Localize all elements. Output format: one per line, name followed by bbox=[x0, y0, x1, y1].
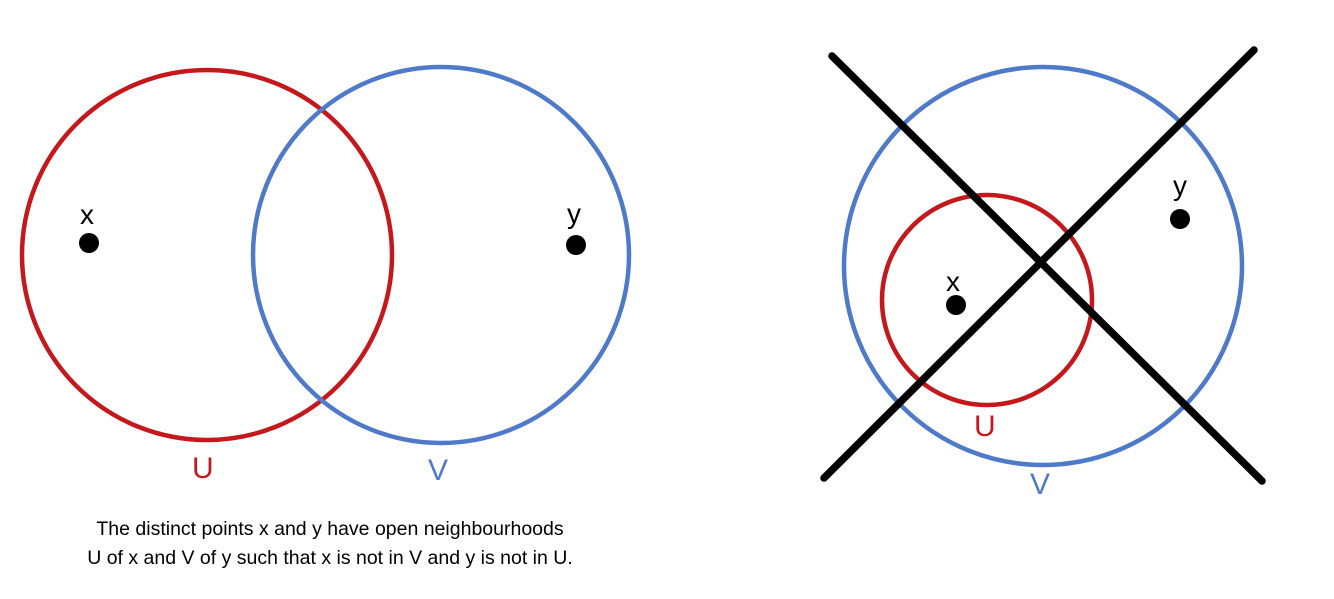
left-point-y-label: y bbox=[567, 198, 581, 229]
left-diagram: x y U V bbox=[19, 64, 632, 487]
left-point-x bbox=[79, 233, 99, 253]
left-set-v-label: V bbox=[428, 454, 448, 487]
right-point-y bbox=[1170, 209, 1190, 229]
right-point-y-label: y bbox=[1173, 170, 1187, 201]
caption: The distinct points x and y have open ne… bbox=[0, 515, 660, 573]
right-diagram: x y U V bbox=[820, 46, 1266, 501]
right-point-x-label: x bbox=[946, 266, 960, 297]
caption-line-1: The distinct points x and y have open ne… bbox=[96, 518, 564, 540]
right-set-v-circle bbox=[841, 64, 1245, 468]
right-set-u-circle bbox=[879, 192, 1095, 408]
caption-line-2: U of x and V of y such that x is not in … bbox=[87, 547, 573, 569]
cross-out-stroke-1 bbox=[828, 52, 1266, 485]
cross-out-stroke-2 bbox=[820, 46, 1258, 482]
left-set-u-circle bbox=[19, 67, 395, 443]
left-set-v-circle bbox=[250, 64, 632, 446]
left-point-x-label: x bbox=[80, 199, 94, 230]
right-point-x bbox=[946, 295, 966, 315]
left-set-u-label: U bbox=[192, 452, 214, 485]
left-point-y bbox=[566, 235, 586, 255]
right-set-u-label: U bbox=[974, 410, 996, 443]
right-set-v-label: V bbox=[1030, 468, 1050, 501]
